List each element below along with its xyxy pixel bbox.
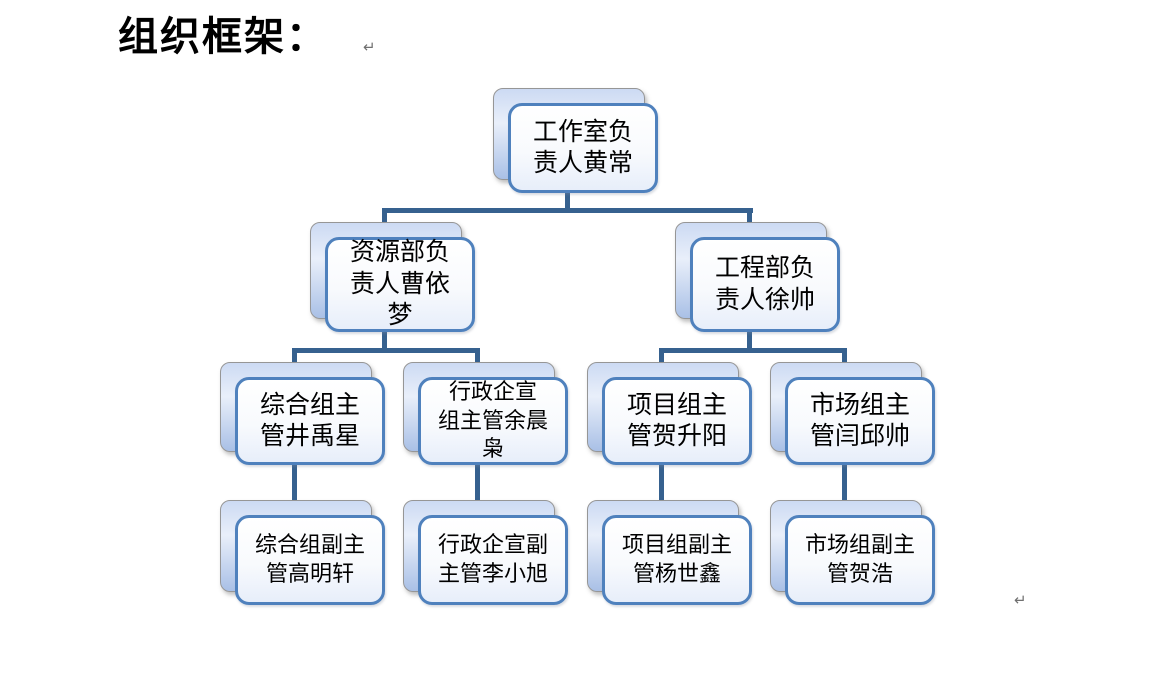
connector-resources-stub — [382, 332, 387, 353]
connector-engineering-horizontal — [659, 348, 847, 353]
node-front-box: 工作室负 责人黄常 — [508, 103, 658, 193]
node-label: 行政企宣 组主管余晨 枭 — [437, 379, 548, 462]
org-node-admin-pr-deputy[interactable]: 行政企宣副 主管李小旭 — [403, 500, 568, 605]
connector-root-stub — [565, 193, 570, 213]
node-label: 综合组副主 管高明轩 — [254, 532, 365, 586]
node-label: 市场组副主 管贺浩 — [804, 532, 915, 586]
node-front-box: 行政企宣 组主管余晨 枭 — [418, 377, 568, 465]
org-node-general-group-deputy[interactable]: 综合组副主 管高明轩 — [220, 500, 385, 605]
node-label: 工程部负 责人徐帅 — [714, 255, 815, 314]
node-label: 综合组主 管井禹星 — [259, 391, 360, 451]
org-node-admin-pr-lead[interactable]: 行政企宣 组主管余晨 枭 — [403, 362, 568, 465]
connector-admin-pr-deputy — [475, 465, 480, 502]
node-front-box: 综合组副主 管高明轩 — [235, 515, 385, 605]
node-label: 项目组主 管贺升阳 — [626, 391, 727, 451]
connector-drop-admin-pr-lead — [475, 348, 480, 365]
node-front-box: 行政企宣副 主管李小旭 — [418, 515, 568, 605]
connector-drop-resources — [382, 208, 387, 226]
connector-drop-market-lead — [842, 348, 847, 365]
page-title: 组织框架： — [118, 14, 328, 59]
connector-level2-horizontal — [382, 208, 753, 213]
node-label: 行政企宣副 主管李小旭 — [437, 532, 548, 586]
paragraph-return-mark: ↵ — [1014, 591, 1027, 609]
connector-resources-horizontal — [292, 348, 480, 353]
connector-drop-engineering — [747, 208, 752, 226]
connector-project-deputy — [659, 465, 664, 502]
node-front-box: 市场组副主 管贺浩 — [785, 515, 935, 605]
connector-engineering-stub — [747, 332, 752, 353]
node-front-box: 资源部负 责人曹依 梦 — [325, 237, 475, 332]
node-front-box: 综合组主 管井禹星 — [235, 377, 385, 465]
org-node-studio-head[interactable]: 工作室负 责人黄常 — [493, 88, 658, 193]
connector-drop-general-lead — [292, 348, 297, 365]
node-label: 工作室负 责人黄常 — [532, 118, 633, 178]
node-label: 项目组副主 管杨世鑫 — [621, 532, 732, 586]
org-node-engineering-head[interactable]: 工程部负 责人徐帅 — [675, 222, 840, 332]
connector-market-deputy — [842, 465, 847, 502]
org-node-general-group-lead[interactable]: 综合组主 管井禹星 — [220, 362, 385, 465]
connector-drop-project-lead — [659, 348, 664, 365]
node-front-box: 市场组主 管闫邱帅 — [785, 377, 935, 465]
node-label: 市场组主 管闫邱帅 — [809, 391, 910, 451]
org-node-market-deputy[interactable]: 市场组副主 管贺浩 — [770, 500, 935, 605]
org-node-market-lead[interactable]: 市场组主 管闫邱帅 — [770, 362, 935, 465]
node-front-box: 项目组副主 管杨世鑫 — [602, 515, 752, 605]
org-node-resources-head[interactable]: 资源部负 责人曹依 梦 — [310, 222, 475, 332]
paragraph-return-mark: ↵ — [363, 38, 376, 56]
node-label: 资源部负 责人曹依 梦 — [349, 239, 450, 330]
org-node-project-lead[interactable]: 项目组主 管贺升阳 — [587, 362, 752, 465]
node-front-box: 项目组主 管贺升阳 — [602, 377, 752, 465]
connector-general-deputy — [292, 465, 297, 502]
org-node-project-deputy[interactable]: 项目组副主 管杨世鑫 — [587, 500, 752, 605]
node-front-box: 工程部负 责人徐帅 — [690, 237, 840, 332]
